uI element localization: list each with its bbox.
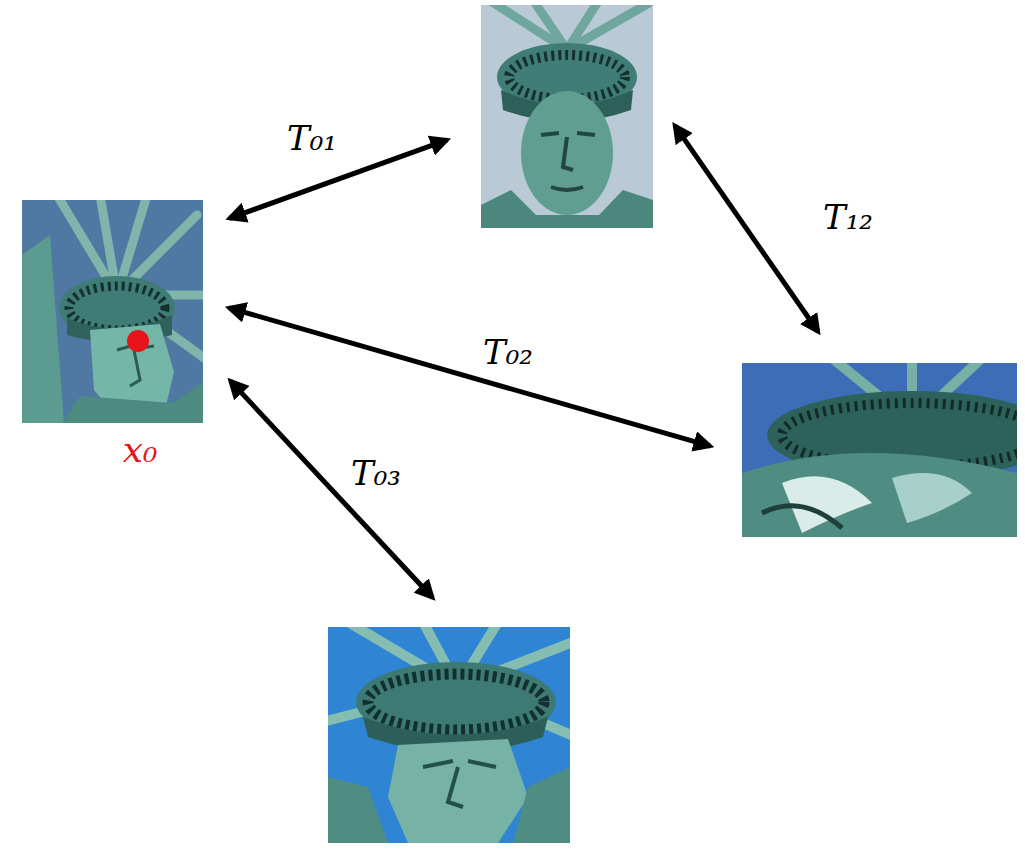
transform-label: T₀₁ (283, 119, 341, 157)
statue-photo (22, 200, 203, 423)
photo-panel (481, 5, 653, 228)
statue-photo (742, 363, 1017, 537)
transform-arrow (675, 125, 819, 331)
photo-panel (328, 627, 570, 843)
point-marker (127, 330, 149, 352)
variable-label: x₀ (123, 432, 158, 468)
photo-panel (742, 363, 1017, 537)
photo-panel: x₀ (22, 200, 203, 423)
transform-label: T₀₂ (479, 333, 537, 371)
transform-arrow (230, 381, 432, 598)
statue-photo (328, 627, 570, 843)
transform-label: T₁₂ (819, 198, 877, 236)
transform-arrow (229, 308, 710, 446)
statue-photo (481, 5, 653, 228)
transform-label: T₀₃ (347, 454, 405, 492)
